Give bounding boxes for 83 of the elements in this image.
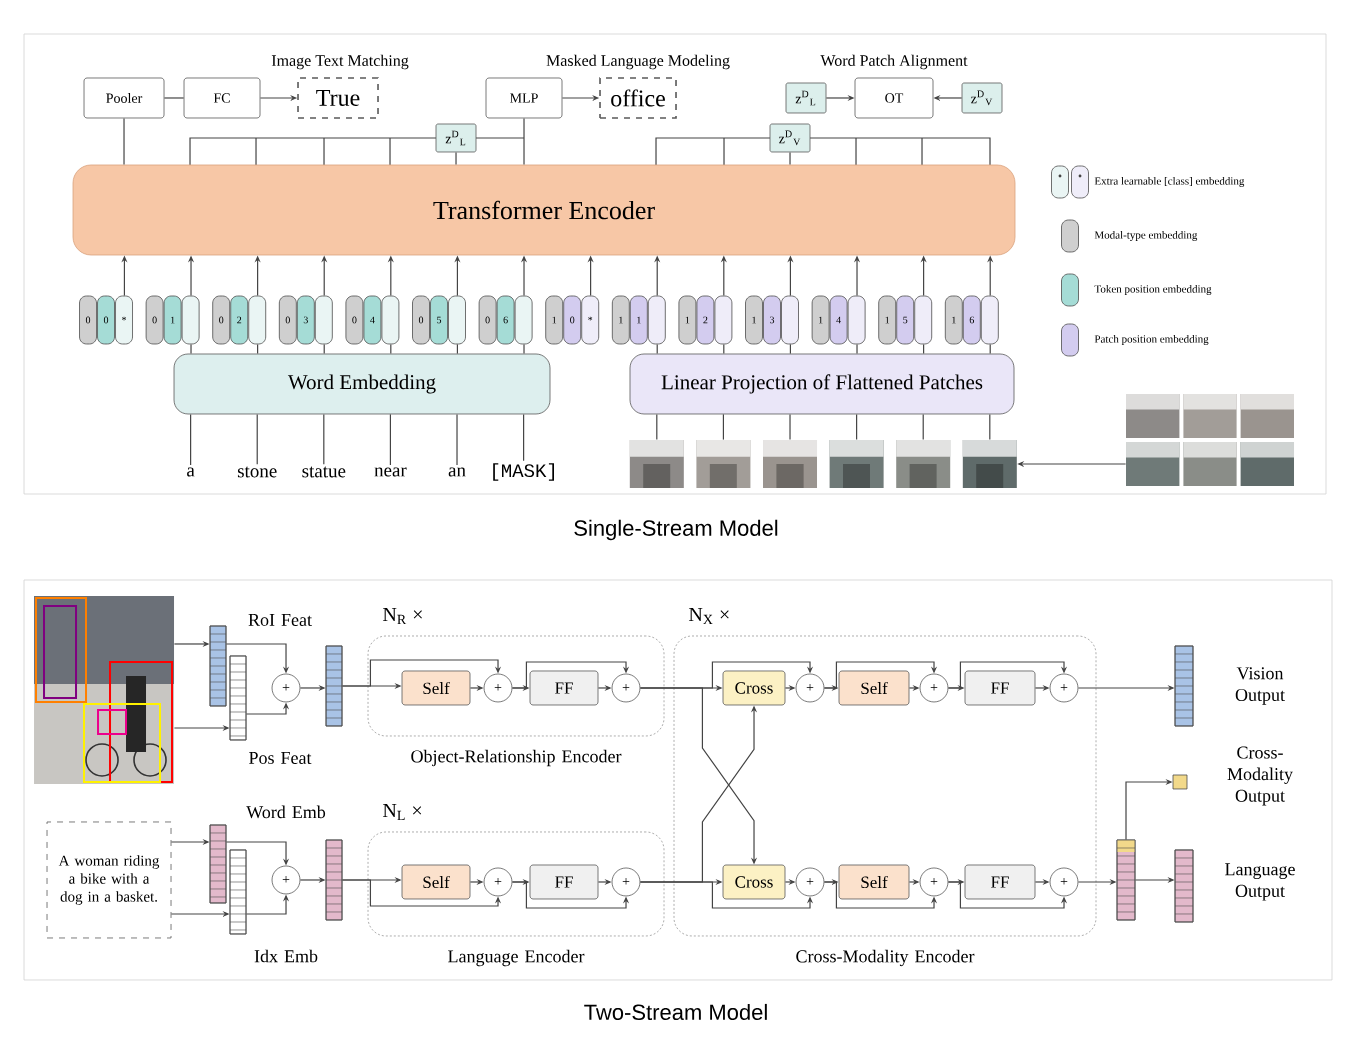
- input-word: a: [187, 467, 195, 477]
- self-attention-box: Self: [401, 670, 471, 706]
- feed-forward-box: FF: [964, 864, 1036, 900]
- feature-label: Idx Emb: [254, 949, 318, 963]
- repeat-count: N$_{X}$ ×: [689, 607, 729, 625]
- cross-attention-box: Cross: [722, 864, 786, 900]
- image-patch: [962, 440, 1017, 488]
- feature-label: Pos Feat: [249, 752, 312, 764]
- projection-layer: Linear Projection of Flattened Patches: [629, 353, 1015, 415]
- task-title: Masked Language Modeling: [546, 54, 730, 70]
- patch-grid: [1126, 394, 1294, 486]
- connector-line: [390, 343, 392, 355]
- input-word: [MASK]: [493, 463, 554, 481]
- input-word: statue: [302, 466, 346, 478]
- connector-line: [789, 151, 791, 166]
- image-patch: [829, 440, 884, 488]
- caption: Two-Stream Model: [584, 1003, 767, 1021]
- feature-label: Cross-Modality Output: [1227, 746, 1293, 806]
- repeat-count: N$_{R}$ ×: [383, 607, 422, 625]
- output-box: office: [599, 77, 677, 119]
- connector-line: [190, 413, 192, 466]
- feed-forward-box: FF: [964, 670, 1036, 706]
- photo: [34, 596, 174, 784]
- connector-line: [323, 413, 325, 465]
- feed-forward-box: FF: [529, 864, 599, 900]
- task-title: Word Patch Alignment: [820, 54, 968, 70]
- arrow: [823, 661, 938, 689]
- connector-line: [989, 343, 991, 355]
- connector-line: [456, 413, 458, 466]
- encoder-block: Transformer Encoder: [72, 164, 1016, 256]
- self-attention-box: Self: [401, 864, 471, 900]
- image-patch: [696, 440, 751, 488]
- feature-vector: [325, 645, 343, 727]
- arrow: [947, 661, 1068, 689]
- connector-line: [389, 413, 391, 466]
- repeat-count: N$_{L}$ ×: [383, 803, 422, 821]
- input-word: stone: [237, 466, 277, 478]
- connector-line: [789, 413, 791, 441]
- caption: Single-Stream Model: [574, 519, 778, 541]
- connector-line: [190, 343, 192, 355]
- image-patch: [896, 440, 951, 488]
- connector-line: [323, 343, 325, 355]
- arrow: [511, 661, 630, 689]
- self-attention-box: Self: [838, 670, 910, 706]
- input-word: near: [374, 467, 407, 477]
- feature-label: RoI Feat: [248, 614, 312, 626]
- self-attention-box: Self: [838, 864, 910, 900]
- connector-line: [523, 413, 525, 462]
- connector-line: [523, 343, 525, 355]
- connector-line: [123, 117, 125, 166]
- feed-forward-box: FF: [529, 670, 599, 706]
- embedding-layer: Word Embedding: [173, 353, 551, 415]
- connector-line: [923, 343, 925, 355]
- connector-line: [163, 97, 185, 99]
- image-patch: [763, 440, 817, 488]
- connector-line: [989, 413, 991, 441]
- block-label: Language Encoder: [448, 949, 585, 967]
- connector-line: [922, 413, 924, 441]
- connector-line: [656, 413, 658, 441]
- task-title: Image Text Matching: [271, 54, 409, 70]
- cross-attention-box: Cross: [722, 670, 786, 706]
- connector-line: [856, 413, 858, 441]
- feature-label: Word Emb: [246, 805, 326, 819]
- connector-line: [455, 151, 457, 166]
- image-patch: [629, 440, 684, 488]
- connector-line: [523, 117, 525, 166]
- connector-line: [257, 343, 259, 355]
- connector-line: [256, 413, 258, 465]
- connector-line: [789, 343, 791, 355]
- connector-line: [723, 343, 725, 355]
- input-word: an: [448, 467, 466, 477]
- arrow: [341, 659, 502, 687]
- block-label: Cross-Modality Encoder: [796, 949, 975, 967]
- block-label: Object-Relationship Encoder: [411, 749, 622, 767]
- feature-vector: [325, 839, 343, 921]
- feature-label: Vision Output: [1235, 667, 1285, 705]
- feature-vector: [1116, 839, 1136, 921]
- connector-line: [856, 343, 858, 355]
- output-box: True: [297, 77, 379, 119]
- connector-line: [722, 413, 724, 441]
- connector-line: [656, 343, 658, 355]
- connector-line: [456, 343, 458, 355]
- feature-label: Language Output: [1225, 863, 1295, 901]
